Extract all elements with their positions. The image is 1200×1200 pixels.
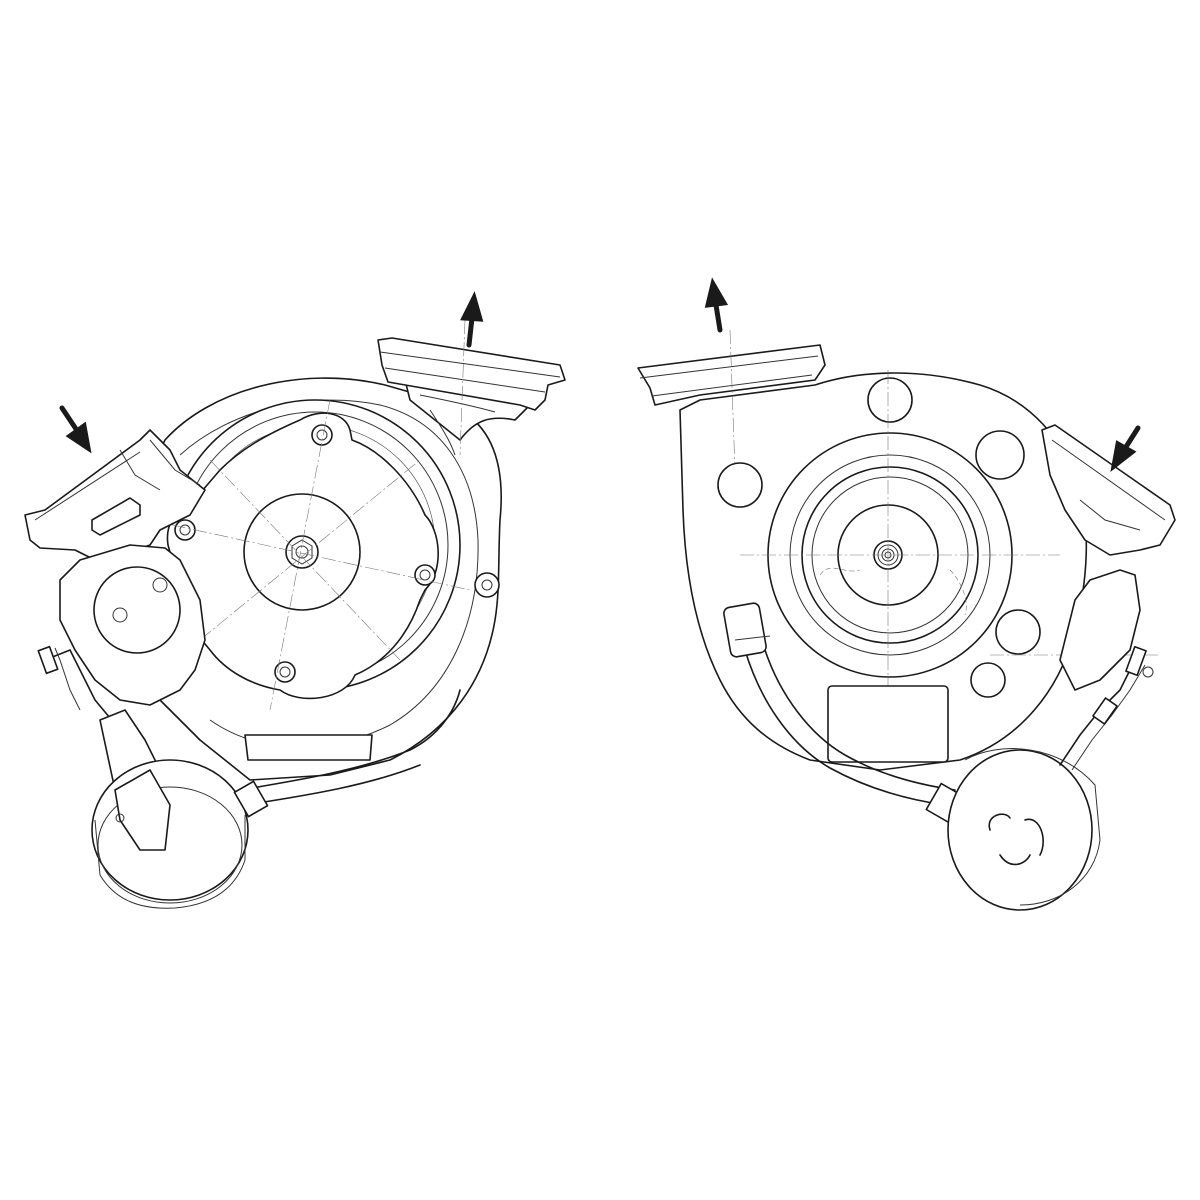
left-inlet-port [91, 497, 141, 536]
right-mount-hole-upper-right [975, 430, 1025, 480]
right-view-turbocharger [637, 329, 1176, 911]
right-mount-hole-lower-right [995, 609, 1041, 655]
right-outlet-arrow [704, 277, 729, 333]
left-flange-bolt-left [174, 519, 196, 541]
left-wastegate-port [93, 566, 181, 654]
left-inlet-arrow [59, 405, 92, 454]
right-oil-pipe [744, 649, 946, 806]
left-outlet-arrow [460, 291, 484, 348]
left-flange-bolt-right [414, 564, 436, 586]
left-actuator-canister [91, 759, 249, 909]
left-outlet-flange [377, 319, 566, 456]
left-flange-bolt-top [311, 424, 333, 446]
right-wastegate-body [1059, 569, 1141, 691]
right-mount-hole-bottom [970, 662, 1006, 698]
right-mount-hole-top [867, 377, 913, 423]
right-nameplate [827, 685, 949, 763]
left-flange-bolt-bottom [274, 661, 296, 683]
right-actuator-canister [947, 748, 1101, 911]
right-inlet-arrow [1110, 425, 1141, 472]
left-inlet-housing [24, 429, 206, 561]
right-mount-hole-left [717, 462, 763, 508]
left-shaft-nut [285, 535, 319, 569]
left-view-turbocharger [24, 319, 566, 909]
right-inlet-housing [1041, 424, 1176, 556]
left-hose [239, 689, 461, 791]
left-hose-clamp [233, 780, 269, 818]
right-pipe-fitting-top [723, 602, 767, 658]
left-lower-band [244, 734, 373, 761]
right-outlet-flange [637, 329, 826, 471]
